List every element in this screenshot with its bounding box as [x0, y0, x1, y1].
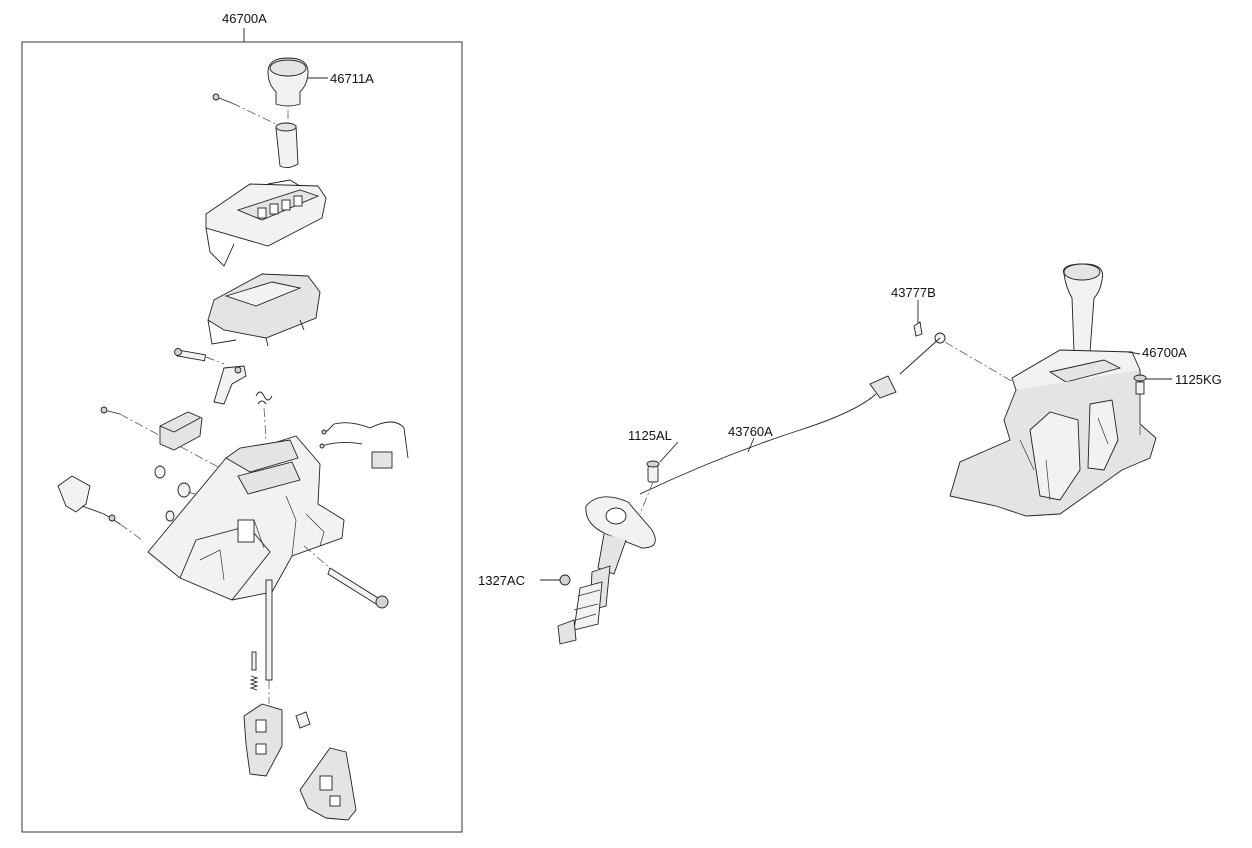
cable-clip-part[interactable]: [913, 300, 923, 337]
label-bolt-cable[interactable]: 1125AL: [628, 428, 672, 443]
label-cable[interactable]: 43760A: [728, 424, 773, 439]
shift-rod-part[interactable]: [265, 579, 273, 704]
cable-end-bracket-part[interactable]: [557, 496, 656, 645]
detent-pin-part[interactable]: [249, 651, 259, 691]
detent-spring-part[interactable]: [255, 391, 273, 441]
exploded-view-frame: [21, 28, 463, 833]
knob-sleeve-part[interactable]: [275, 110, 299, 169]
label-cable-clip[interactable]: 43777B: [891, 285, 936, 300]
leader-lines: [659, 437, 755, 463]
bracket-bolt-part[interactable]: [639, 460, 660, 515]
label-nut[interactable]: 1327AC: [478, 573, 525, 588]
gate-housing-part[interactable]: [207, 273, 321, 347]
washer-parts[interactable]: [154, 465, 215, 522]
pivot-pin-part[interactable]: [174, 348, 225, 365]
solenoid-part[interactable]: [159, 411, 203, 451]
shift-knob-part[interactable]: [267, 57, 328, 107]
assembly-bolt-part[interactable]: [1133, 374, 1172, 395]
label-assembly-box[interactable]: 46700A: [222, 11, 267, 26]
cable-nut-part[interactable]: [540, 574, 571, 586]
indicator-cover-part[interactable]: [205, 179, 327, 267]
shift-lever-assembly-part[interactable]: [949, 263, 1157, 517]
lower-bracket-part[interactable]: [299, 747, 357, 821]
label-bolt-right[interactable]: 1125KG: [1175, 372, 1222, 387]
lever-arm-part[interactable]: [213, 365, 247, 405]
knob-screw-part[interactable]: [212, 93, 279, 126]
long-pin-part[interactable]: [327, 567, 389, 609]
plunger-body-part[interactable]: [243, 703, 311, 777]
label-assembly-right[interactable]: 46700A: [1142, 345, 1187, 360]
label-knob[interactable]: 46711A: [330, 71, 374, 86]
lever-screw-part[interactable]: [103, 513, 143, 541]
wire-harness-part[interactable]: [319, 421, 409, 469]
release-lever-part[interactable]: [57, 475, 105, 515]
shift-cable-part[interactable]: [639, 332, 1021, 495]
base-bracket-part[interactable]: [147, 435, 345, 601]
